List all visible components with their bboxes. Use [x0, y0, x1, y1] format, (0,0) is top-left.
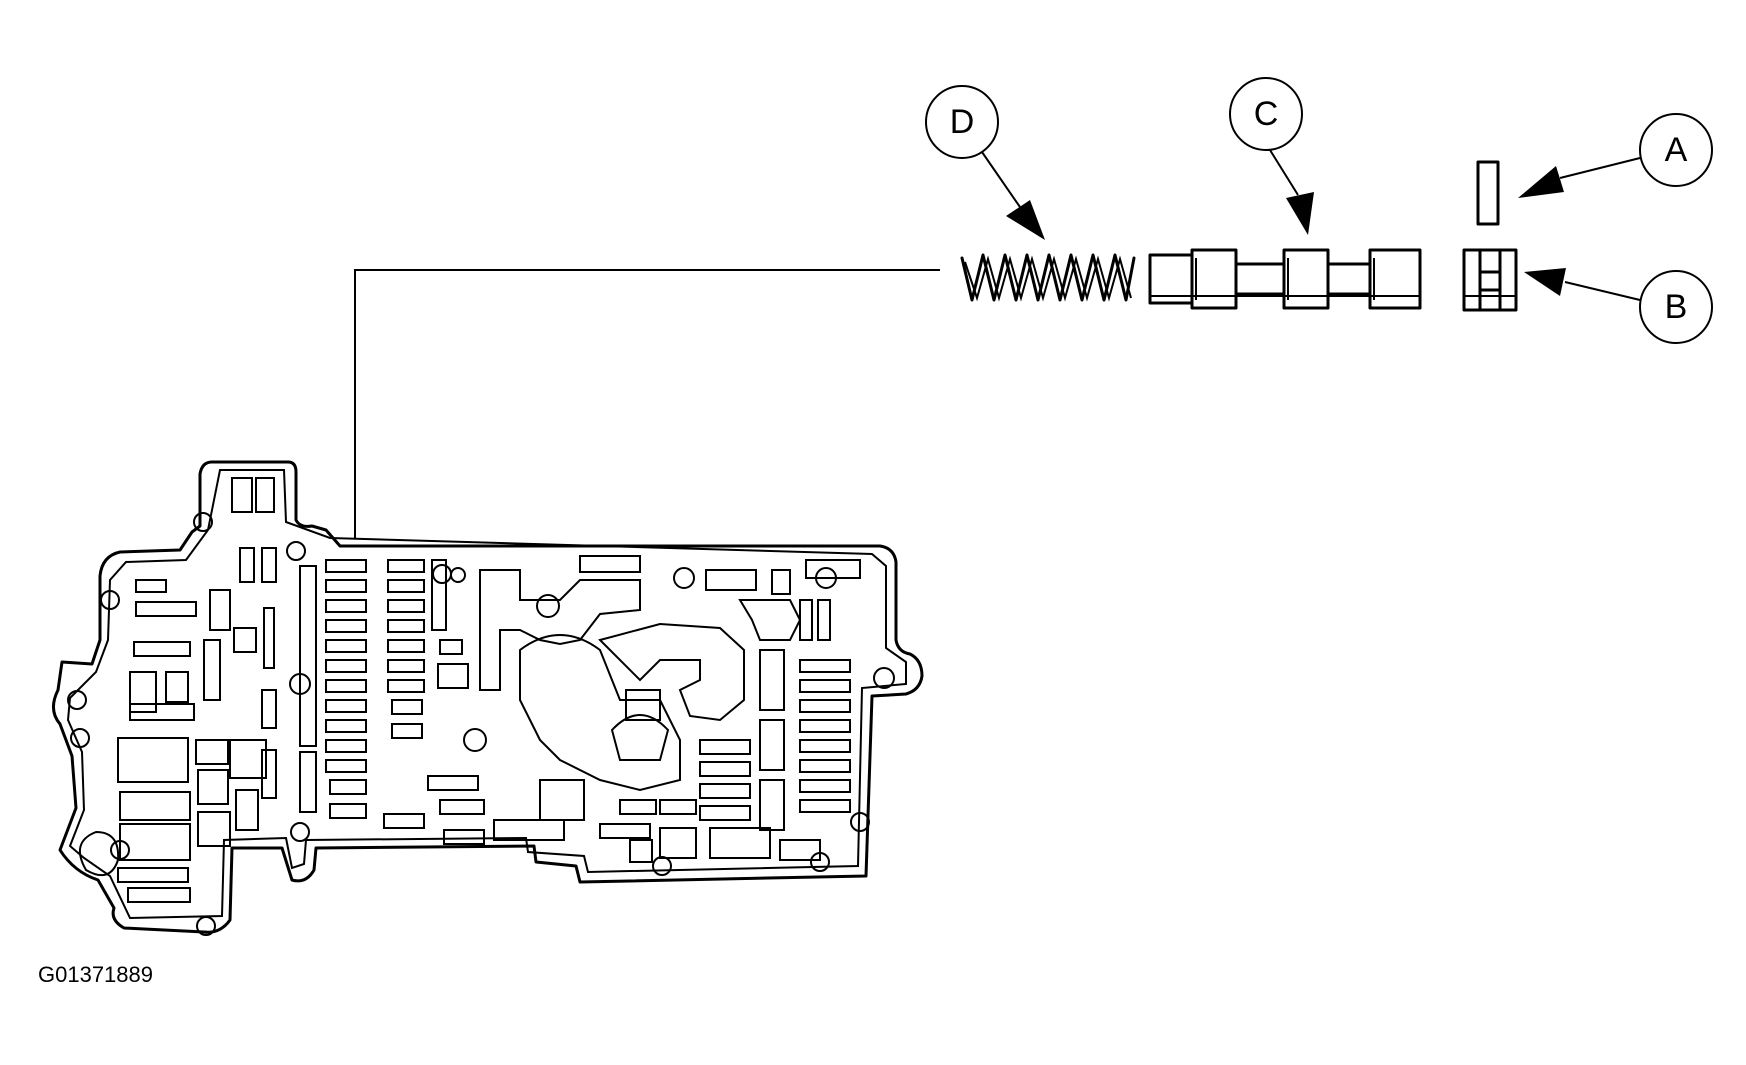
spring	[960, 253, 1136, 302]
callout-b-label: B	[1665, 288, 1688, 326]
valve-spool	[1148, 248, 1422, 310]
callout-a-label: A	[1665, 131, 1688, 169]
retainer-clip	[1476, 160, 1500, 226]
arrow-d	[981, 151, 1045, 240]
arrow-c	[1269, 149, 1314, 235]
callout-b: B	[1639, 270, 1713, 344]
arrow-b	[1524, 268, 1641, 301]
figure-id: G01371889	[38, 962, 153, 987]
valve-plug	[1462, 248, 1518, 312]
callout-c: C	[1229, 77, 1303, 151]
callout-d: D	[925, 85, 999, 159]
callout-a: A	[1639, 113, 1713, 187]
callout-d-label: D	[950, 103, 975, 141]
assembly-leader-line	[354, 269, 940, 538]
arrow-a	[1518, 157, 1641, 198]
callout-c-label: C	[1254, 95, 1279, 133]
valve-body	[52, 460, 924, 936]
